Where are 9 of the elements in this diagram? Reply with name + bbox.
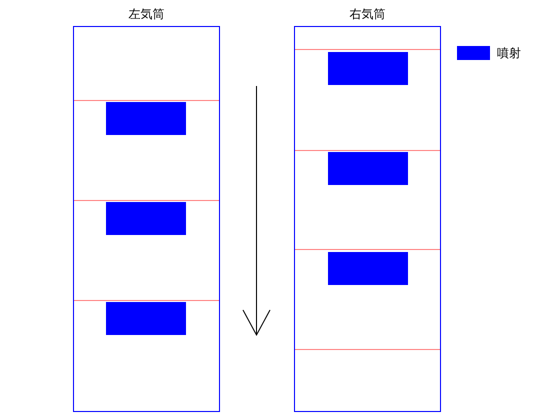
injection-block	[328, 152, 408, 185]
cylinder-title: 左気筒	[128, 7, 166, 21]
injection-block	[106, 102, 186, 135]
injection-block	[106, 302, 186, 335]
legend-label: 噴射	[497, 46, 521, 60]
injection-block	[328, 52, 408, 85]
injection-block	[328, 252, 408, 285]
cylinder-title: 右気筒	[348, 7, 386, 21]
injection-block	[106, 202, 186, 235]
